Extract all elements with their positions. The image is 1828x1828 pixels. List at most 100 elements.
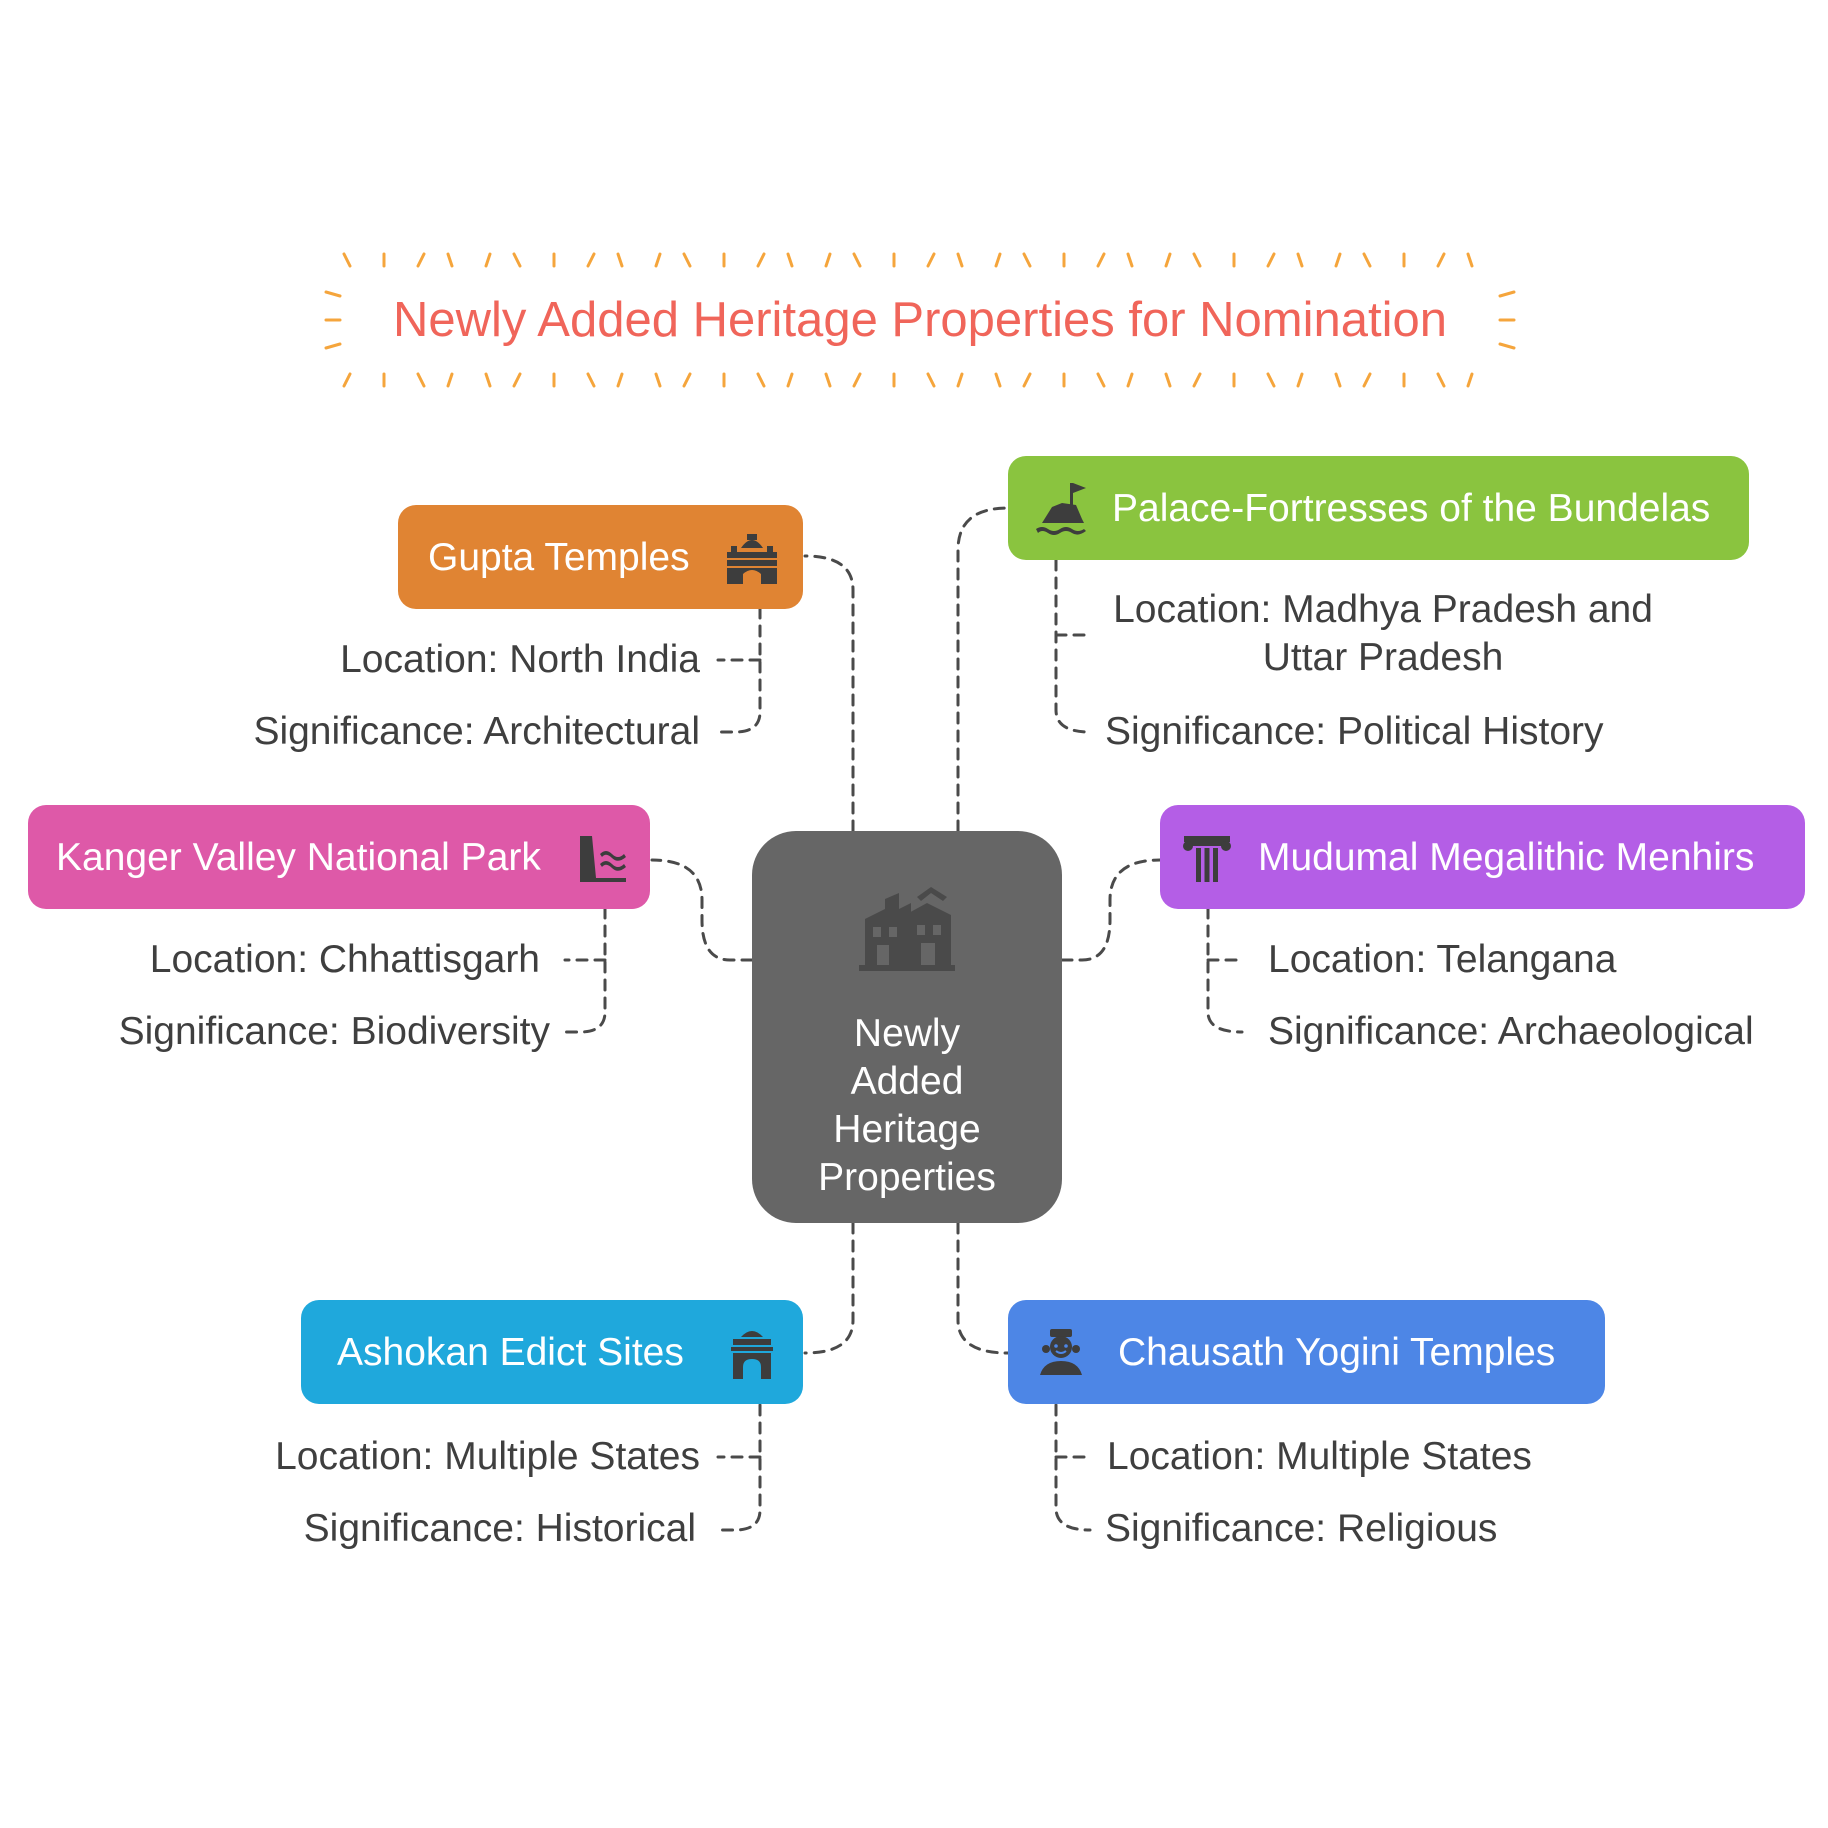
burst-dash xyxy=(416,372,426,388)
burst-dash xyxy=(1164,372,1172,388)
burst-dash xyxy=(1022,252,1032,268)
burst-dash xyxy=(852,372,862,388)
bracket-kanger xyxy=(563,906,607,1034)
node-ashokan-edict[interactable]: Ashokan Edict Sites xyxy=(301,1300,803,1404)
burst-dash xyxy=(994,372,1002,388)
connector-chausath xyxy=(956,1221,1010,1355)
burst-dash xyxy=(324,290,342,298)
kanger-significance: Significance: Biodiversity xyxy=(118,1010,550,1053)
burst-dash xyxy=(926,372,936,388)
bundela-location-line1: Location: Madhya Pradesh and xyxy=(1113,588,1653,631)
burst-dash xyxy=(484,372,492,388)
burst-dash xyxy=(1334,372,1342,388)
node-mudumal-menhirs[interactable]: Mudumal Megalithic Menhirs xyxy=(1160,805,1805,909)
burst-dash xyxy=(1498,342,1516,350)
burst-dash xyxy=(682,252,692,268)
pillar-icon xyxy=(1178,828,1236,886)
node-label: Mudumal Megalithic Menhirs xyxy=(1258,835,1755,879)
node-kanger-valley[interactable]: Kanger Valley National Park xyxy=(28,805,650,909)
burst-dash xyxy=(586,372,596,388)
burst-dash xyxy=(512,252,522,268)
burst-dash xyxy=(484,252,492,268)
burst-dash xyxy=(446,252,454,268)
gupta-location: Location: North India xyxy=(340,638,700,681)
burst-dash xyxy=(616,252,624,268)
burst-dash xyxy=(342,252,352,268)
burst-dash xyxy=(416,252,426,268)
burst-dash xyxy=(586,252,596,268)
burst-dash xyxy=(1266,252,1276,268)
node-chausath-yogini[interactable]: Chausath Yogini Temples xyxy=(1008,1300,1605,1404)
burst-dash xyxy=(1436,372,1446,388)
burst-dash xyxy=(852,252,862,268)
yogini-figure-icon xyxy=(1032,1323,1090,1381)
temple-icon xyxy=(723,528,781,586)
connector-bundela xyxy=(956,506,1010,833)
bracket-mudumal xyxy=(1206,906,1244,1034)
burst-dash xyxy=(1022,372,1032,388)
burst-dash xyxy=(342,372,352,388)
bundela-significance: Significance: Political History xyxy=(1105,710,1604,753)
burst-dash xyxy=(1362,372,1372,388)
bundela-location-line2: Uttar Pradesh xyxy=(1262,636,1504,679)
burst-dash xyxy=(446,372,454,388)
kanger-location: Location: Chhattisgarh xyxy=(149,938,540,981)
node-gupta-temples[interactable]: Gupta Temples xyxy=(398,505,803,609)
node-label: Kanger Valley National Park xyxy=(56,835,541,879)
node-label: Gupta Temples xyxy=(428,535,690,579)
burst-dash xyxy=(1436,252,1446,268)
burst-dash xyxy=(654,252,662,268)
heritage-buildings-icon xyxy=(855,879,959,988)
burst-dash xyxy=(926,252,936,268)
burst-dash xyxy=(654,372,662,388)
burst-dash xyxy=(1126,372,1134,388)
burst-dash xyxy=(786,252,794,268)
burst-dash xyxy=(786,372,794,388)
burst-dash xyxy=(1192,252,1202,268)
burst-dash xyxy=(1296,372,1304,388)
burst-dash xyxy=(1192,372,1202,388)
burst-dash xyxy=(1126,252,1134,268)
burst-dash xyxy=(1466,252,1474,268)
connector-kanger xyxy=(650,858,754,962)
burst-dash xyxy=(512,372,522,388)
burst-dash xyxy=(1096,252,1106,268)
bracket-bundela xyxy=(1054,558,1092,734)
fortress-flag-icon xyxy=(1032,479,1090,537)
burst-dash xyxy=(956,252,964,268)
burst-dash xyxy=(1362,252,1372,268)
bracket-ashokan xyxy=(716,1403,762,1532)
burst-dash xyxy=(1334,252,1342,268)
burst-dash xyxy=(616,372,624,388)
connector-ashokan xyxy=(803,1221,855,1355)
bracket-chausath xyxy=(1054,1403,1092,1532)
burst-dash xyxy=(824,252,832,268)
ashokan-location: Location: Multiple States xyxy=(275,1435,700,1478)
connector-mudumal xyxy=(1060,858,1162,962)
burst-dash xyxy=(756,252,766,268)
center-node[interactable]: Newly Added Heritage Properties xyxy=(752,831,1062,1223)
node-label: Palace-Fortresses of the Bundelas xyxy=(1112,486,1711,530)
burst-dash xyxy=(1096,372,1106,388)
bracket-gupta xyxy=(716,606,762,734)
burst-dash xyxy=(756,372,766,388)
burst-dash xyxy=(682,372,692,388)
burst-dash xyxy=(1498,290,1516,298)
gupta-significance: Significance: Architectural xyxy=(253,710,700,753)
burst-dash xyxy=(1466,372,1474,388)
cliff-river-icon xyxy=(574,828,632,886)
center-label: Newly Added Heritage Properties xyxy=(818,1012,996,1199)
connector-gupta xyxy=(803,554,855,833)
chausath-significance: Significance: Religious xyxy=(1105,1507,1498,1550)
page-title: Newly Added Heritage Properties for Nomi… xyxy=(392,293,1448,347)
chausath-location: Location: Multiple States xyxy=(1107,1435,1532,1478)
burst-dash xyxy=(994,252,1002,268)
burst-dash xyxy=(956,372,964,388)
mudumal-location: Location: Telangana xyxy=(1268,938,1617,981)
burst-dash xyxy=(1164,252,1172,268)
mudumal-significance: Significance: Archaeological xyxy=(1268,1010,1754,1053)
node-palace-fortresses[interactable]: Palace-Fortresses of the Bundelas xyxy=(1008,456,1749,560)
burst-dash xyxy=(824,372,832,388)
node-label: Chausath Yogini Temples xyxy=(1118,1330,1556,1374)
node-label: Ashokan Edict Sites xyxy=(337,1330,684,1374)
